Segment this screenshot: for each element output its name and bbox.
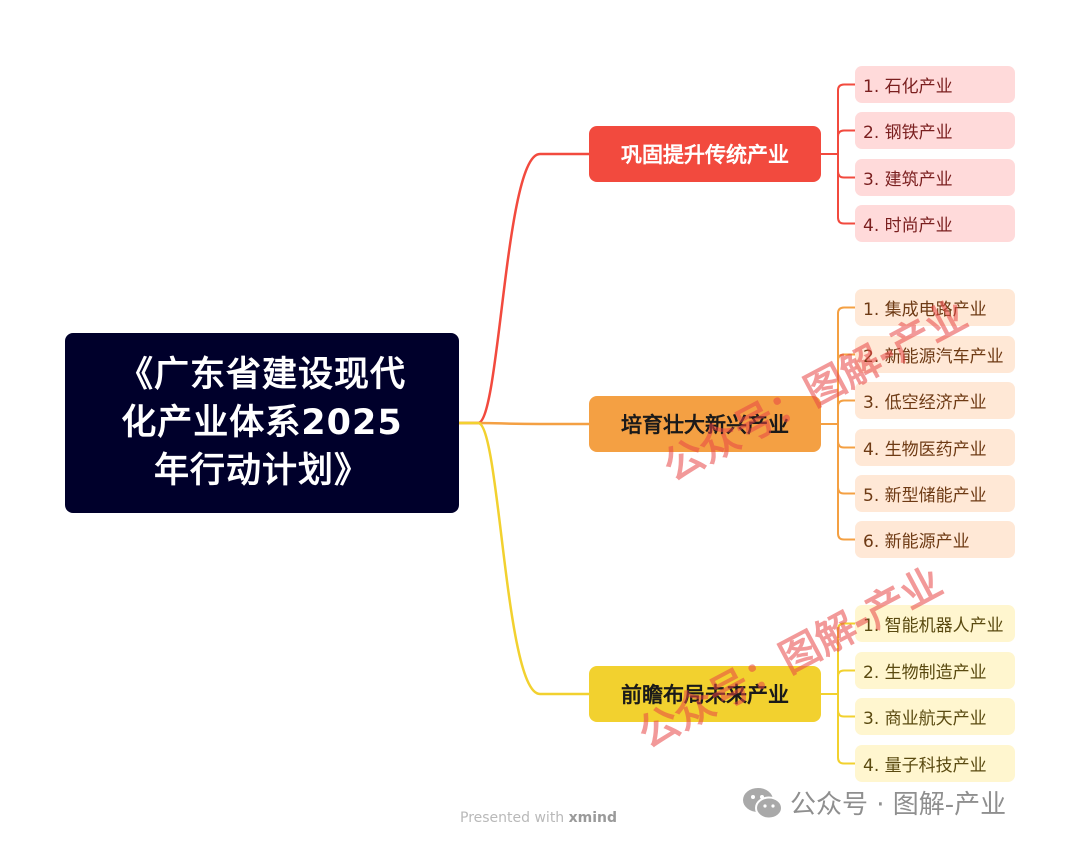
branch-emerging-industries[interactable]: 培育壮大新兴产业 xyxy=(589,396,821,452)
wechat-icon xyxy=(743,788,783,820)
branch-leaf-connector xyxy=(837,83,856,155)
leaf-intelligent-robots[interactable]: 1. 智能机器人产业 xyxy=(855,605,1015,642)
branch-leaf-connector xyxy=(837,622,856,695)
leaf-biomanufacturing[interactable]: 2. 生物制造产业 xyxy=(855,652,1015,689)
footer-brand: xmind xyxy=(568,810,618,826)
branch-leaf-connector xyxy=(837,423,856,495)
root-title: 《广东省建设现代化产业体系2025年行动计划》 xyxy=(117,355,406,491)
branch-leaf-connector xyxy=(837,153,856,179)
branch-leaf-connector xyxy=(837,693,856,718)
leaf-integrated-circuits[interactable]: 1. 集成电路产业 xyxy=(855,289,1015,326)
branch-leaf-connector xyxy=(837,129,856,155)
root-topic[interactable]: 《广东省建设现代化产业体系2025年行动计划》 xyxy=(65,333,459,513)
leaf-new-energy[interactable]: 6. 新能源产业 xyxy=(855,521,1015,558)
branch-traditional-industries[interactable]: 巩固提升传统产业 xyxy=(589,126,821,182)
branch-label: 培育壮大新兴产业 xyxy=(621,413,789,437)
branch-leaf-connector xyxy=(837,669,856,695)
leaf-biomedicine[interactable]: 4. 生物医药产业 xyxy=(855,429,1015,466)
root-branch-connector xyxy=(457,421,591,696)
branch-leaf-connector xyxy=(837,693,856,765)
leaf-petrochemical[interactable]: 1. 石化产业 xyxy=(855,66,1015,103)
branch-leaf-connector xyxy=(837,423,856,541)
leaf-commercial-aerospace[interactable]: 3. 商业航天产业 xyxy=(855,698,1015,735)
leaf-steel[interactable]: 2. 钢铁产业 xyxy=(855,112,1015,149)
leaf-new-energy-vehicles[interactable]: 2. 新能源汽车产业 xyxy=(855,336,1015,373)
leaf-low-altitude-economy[interactable]: 3. 低空经济产业 xyxy=(855,382,1015,419)
branch-leaf-connector xyxy=(837,423,856,449)
branch-leaf-connector xyxy=(837,306,856,425)
branch-leaf-connector xyxy=(837,353,856,425)
branch-label: 巩固提升传统产业 xyxy=(621,143,789,167)
branch-leaf-connector xyxy=(837,153,856,225)
footer-credit: Presented with xmind xyxy=(460,810,617,826)
branch-label: 前瞻布局未来产业 xyxy=(621,683,789,707)
leaf-energy-storage[interactable]: 5. 新型储能产业 xyxy=(855,475,1015,512)
branch-leaf-connector xyxy=(837,399,856,425)
root-branch-connector xyxy=(457,152,591,425)
branch-future-industries[interactable]: 前瞻布局未来产业 xyxy=(589,666,821,722)
account-name: 公众号 · 图解-产业 xyxy=(790,790,1007,820)
footer-presented: Presented with xyxy=(460,810,565,826)
leaf-quantum-technology[interactable]: 4. 量子科技产业 xyxy=(855,745,1015,782)
leaf-fashion[interactable]: 4. 时尚产业 xyxy=(855,205,1015,242)
leaf-construction[interactable]: 3. 建筑产业 xyxy=(855,159,1015,196)
